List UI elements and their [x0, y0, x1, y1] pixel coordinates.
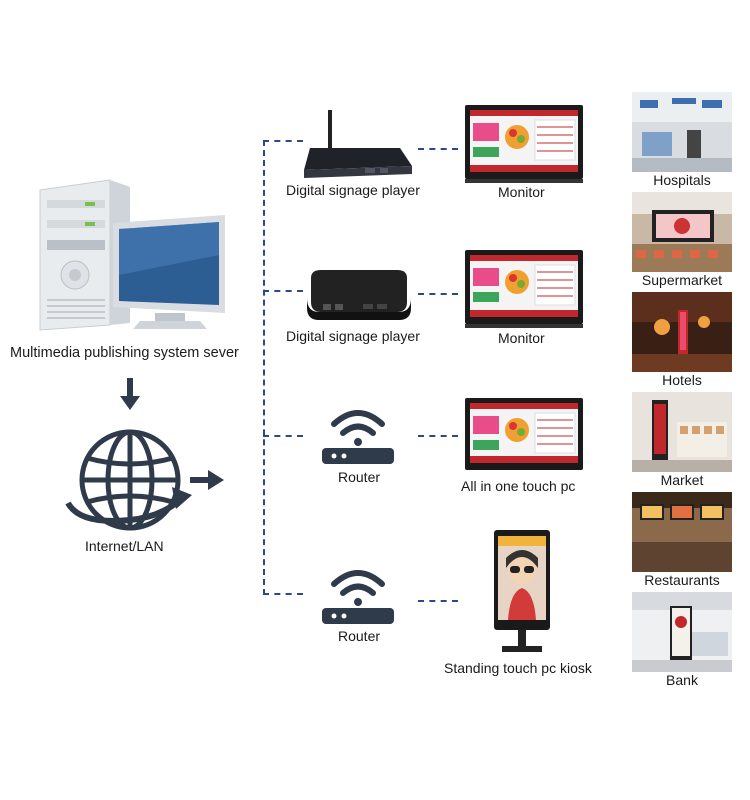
venue-label-hospitals: Hospitals — [653, 172, 711, 188]
server-computer-icon — [35, 175, 235, 335]
arrow-down-icon — [120, 378, 140, 410]
kiosk-icon — [494, 530, 550, 652]
media-player-box-icon — [307, 270, 411, 320]
venue-label-bank: Bank — [666, 672, 698, 688]
connector-branch-4 — [263, 593, 303, 595]
globe-icon — [65, 429, 192, 531]
venue-label-hotels: Hotels — [662, 372, 702, 388]
venue-label-market: Market — [660, 472, 704, 488]
device-source-1: Digital signage player — [286, 182, 420, 198]
connector-branch-3 — [263, 435, 303, 437]
device-target-2: Monitor — [498, 330, 545, 346]
venue-image-hotels — [632, 292, 732, 372]
device-target-1: Monitor — [498, 184, 545, 200]
router-icon — [322, 410, 394, 464]
device-target-4: Standing touch pc kiosk — [444, 660, 592, 676]
venue-image-supermarket — [632, 192, 732, 272]
monitor-icon — [465, 105, 583, 183]
arrow-right-icon — [190, 470, 224, 490]
device-source-2: Digital signage player — [286, 328, 420, 344]
device-source-3: Router — [338, 469, 381, 485]
device-source-4: Router — [338, 628, 381, 644]
monitor-icon — [465, 250, 583, 328]
venue-image-bank — [632, 592, 732, 672]
venue-label-restaurants: Restaurants — [644, 572, 720, 588]
server-label: Multimedia publishing system sever — [10, 345, 239, 361]
router-icon — [322, 570, 394, 624]
device-target-3: All in one touch pc — [461, 478, 576, 494]
connector-link-1 — [418, 148, 458, 150]
connector-trunk — [263, 140, 265, 595]
signage-player-box-icon — [304, 110, 412, 178]
connector-link-4 — [418, 600, 458, 602]
connector-link-3 — [418, 435, 458, 437]
touch-pc-icon — [465, 398, 583, 470]
venue-image-restaurants — [632, 492, 732, 572]
connector-branch-2 — [263, 290, 303, 292]
connector-link-2 — [418, 293, 458, 295]
venue-label-supermarket: Supermarket — [641, 272, 723, 288]
connector-branch-1 — [263, 140, 303, 142]
venue-image-market — [632, 392, 732, 472]
network-label: Internet/LAN — [85, 538, 164, 554]
venue-image-hospitals — [632, 92, 732, 172]
